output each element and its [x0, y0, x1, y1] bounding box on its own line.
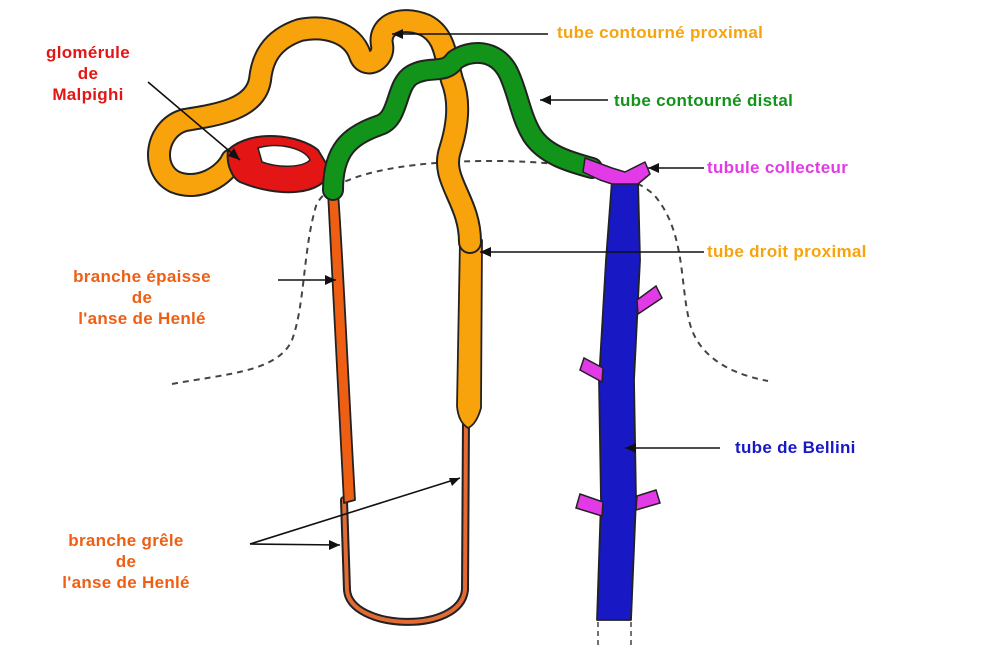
label-branche-epaisse-line: l'anse de Henlé [6, 308, 278, 329]
arrowhead [449, 478, 460, 486]
tubule-branch [636, 490, 660, 510]
henle-thick-limb [328, 192, 355, 503]
label-branche-grele: branche grêle de l'anse de Henlé [2, 530, 250, 593]
label-tube-contourne-proximal: tube contourné proximal [557, 22, 763, 43]
label-glomerule-line: glomérule [18, 42, 158, 63]
label-tube-de-bellini: tube de Bellini [735, 437, 856, 458]
tube-de-bellini-shape [597, 180, 640, 620]
label-tube-droit-proximal: tube droit proximal [707, 241, 867, 262]
henle-thin-limb-outline [344, 418, 466, 622]
label-branche-grele-line: de [2, 551, 250, 572]
pointer-grele-b [250, 544, 340, 545]
label-glomerule: glomérule de Malpighi [18, 42, 158, 105]
arrowhead [540, 95, 551, 105]
label-tube-contourne-distal: tube contourné distal [614, 90, 793, 111]
tubule-branch [637, 286, 662, 314]
tubule-collecteur-shape [583, 158, 650, 184]
label-glomerule-line: Malpighi [18, 84, 158, 105]
label-branche-epaisse-line: branche épaisse [6, 266, 278, 287]
henle-thin-limb [344, 418, 466, 622]
label-branche-grele-line: branche grêle [2, 530, 250, 551]
label-tubule-collecteur: tubule collecteur [707, 157, 848, 178]
tubule-branch [576, 494, 603, 516]
label-branche-grele-line: l'anse de Henlé [2, 572, 250, 593]
label-branche-epaisse-line: de [6, 287, 278, 308]
label-glomerule-line: de [18, 63, 158, 84]
pointer-arrowheads [228, 29, 659, 550]
arrowhead [329, 540, 340, 550]
tube-droit-proximal-shape [457, 240, 482, 428]
label-branche-epaisse: branche épaisse de l'anse de Henlé [6, 266, 278, 329]
